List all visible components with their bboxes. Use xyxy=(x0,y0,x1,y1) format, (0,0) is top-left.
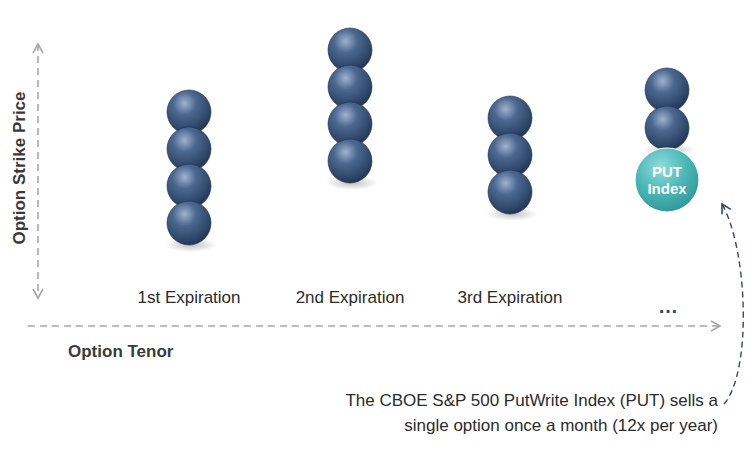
expiration-label: 3rd Expiration xyxy=(458,288,563,308)
ellipsis-label: … xyxy=(658,295,678,318)
y-axis xyxy=(37,44,39,298)
option-ball xyxy=(488,170,532,214)
option-ball xyxy=(645,68,689,112)
axis-label: Option Strike Price xyxy=(10,91,30,244)
put-index-circle: PUT Index xyxy=(634,147,700,213)
axis-label: Option Tenor xyxy=(68,342,173,362)
caption-note: The CBOE S&P 500 PutWrite Index (PUT) se… xyxy=(308,388,718,438)
x-axis xyxy=(28,325,720,327)
index-name: PUT Index xyxy=(644,163,690,197)
option-balls xyxy=(165,28,695,252)
expiration-label: 2nd Expiration xyxy=(296,288,405,308)
callout-arrow xyxy=(722,204,743,404)
option-ball xyxy=(328,139,372,183)
option-ball xyxy=(167,201,211,245)
expiration-label: 1st Expiration xyxy=(138,288,241,308)
option-ball xyxy=(645,106,689,150)
